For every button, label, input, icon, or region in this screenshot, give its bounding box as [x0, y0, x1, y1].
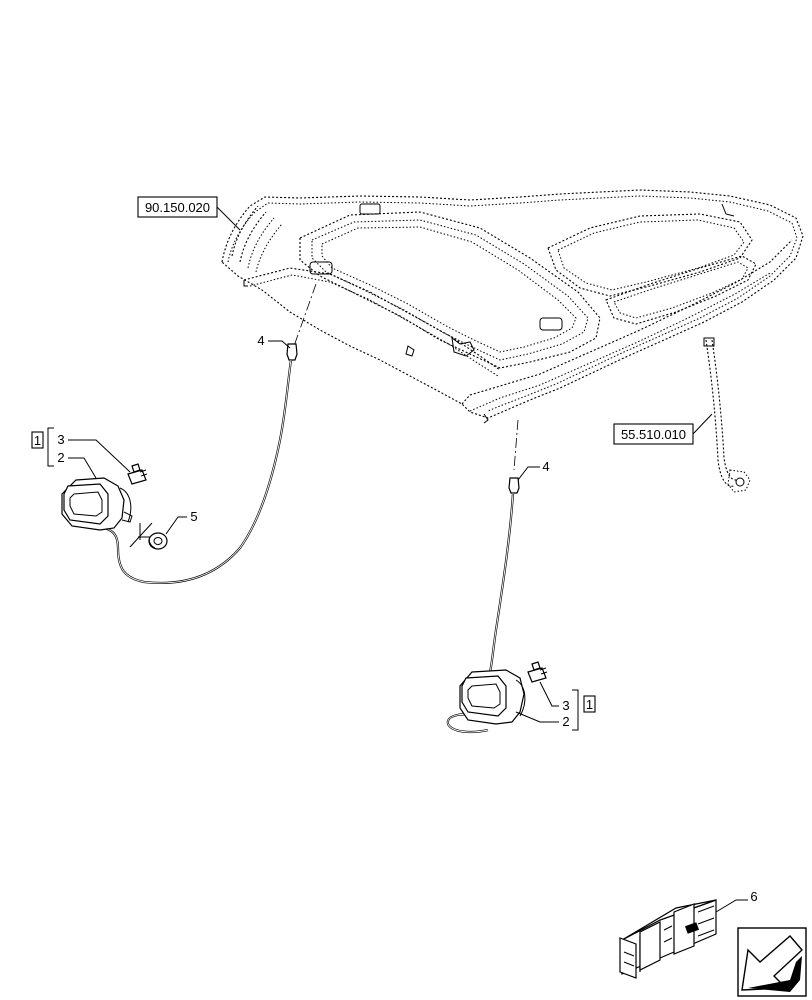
svg-text:5: 5 [190, 509, 197, 524]
svg-text:2: 2 [562, 714, 569, 729]
svg-text:4: 4 [257, 333, 264, 348]
ref-harness[interactable]: 55.510.010 [613, 413, 713, 445]
svg-text:55.510.010: 55.510.010 [621, 427, 686, 442]
centerline-right [513, 419, 519, 471]
centerline-left [293, 283, 317, 347]
svg-text:1: 1 [586, 697, 593, 712]
left-work-lamp [61, 477, 133, 531]
callout-left-group: 1 3 2 [31, 427, 131, 479]
arrow-down-left-icon[interactable] [737, 927, 807, 997]
harness-cable [703, 337, 751, 493]
svg-text:3: 3 [562, 698, 569, 713]
callout-right-group: 3 2 1 [515, 681, 596, 731]
svg-text:4: 4 [542, 459, 549, 474]
svg-text:3: 3 [57, 432, 64, 447]
crate-icon [619, 899, 717, 979]
left-cable [103, 343, 298, 585]
right-work-lamp [459, 669, 526, 725]
svg-text:6: 6 [750, 889, 757, 904]
callout-right-cable: 4 [517, 459, 550, 481]
callout-kit: 6 [715, 889, 758, 913]
svg-text:2: 2 [57, 450, 64, 465]
ref-cab-roof[interactable]: 90.150.020 [137, 196, 241, 231]
callout-left-cable: 4 [257, 333, 291, 349]
left-bulb [127, 463, 148, 485]
svg-text:1: 1 [34, 433, 41, 448]
right-bulb [527, 661, 548, 683]
cab-roof [221, 189, 804, 424]
grommet [129, 522, 168, 550]
svg-text:90.150.020: 90.150.020 [145, 200, 210, 215]
callout-grommet: 5 [165, 509, 198, 535]
right-cable [446, 477, 520, 734]
